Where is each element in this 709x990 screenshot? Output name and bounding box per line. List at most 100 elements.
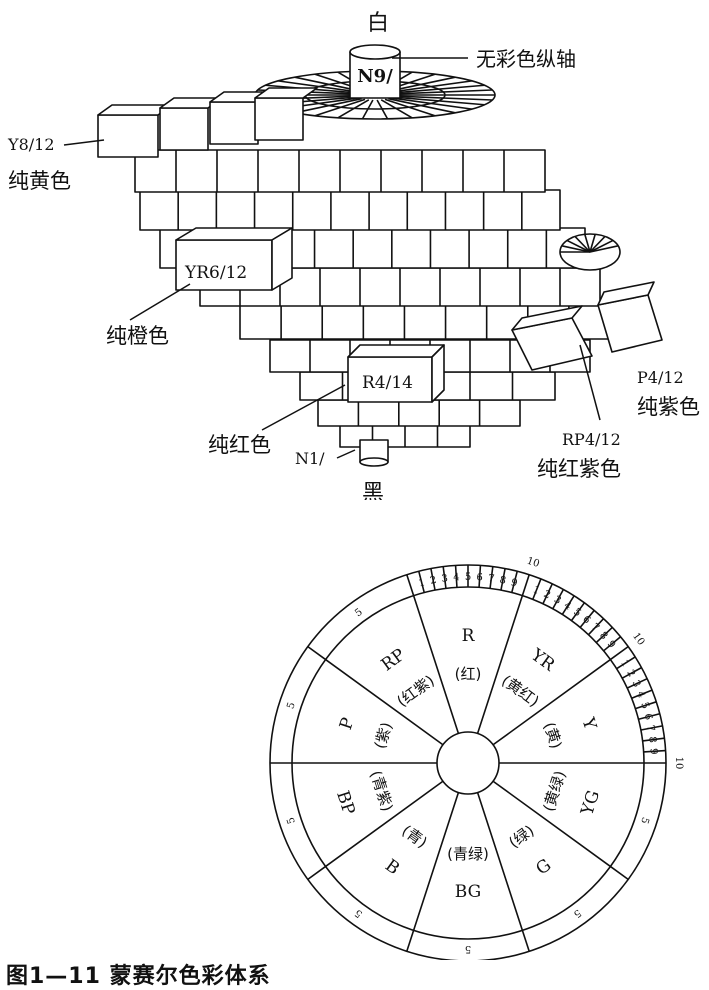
wheel-step-number: 5	[571, 607, 583, 620]
wheel-hue-code: YG	[577, 788, 604, 819]
wheel-hue-name: (绿)	[505, 821, 537, 851]
solid-top-ray	[391, 80, 473, 93]
solid-red-side	[431, 344, 445, 403]
wheel-hue-code: P	[336, 715, 359, 732]
solid-orange-side	[271, 227, 293, 291]
solid-red-top	[347, 344, 445, 358]
solid-blocks	[97, 44, 663, 467]
solid-top-ray	[393, 84, 485, 94]
wheel-step-number: 5	[638, 701, 650, 710]
wheel-step-tick	[579, 609, 595, 628]
solid-right-fan-ray	[574, 235, 591, 253]
wheel-five-marker: 5	[638, 816, 650, 825]
solid-tier	[317, 399, 521, 427]
solid-top-ray	[384, 98, 436, 117]
wheel-hue-code: R	[462, 626, 476, 646]
wheel-step-number: 8	[499, 575, 507, 587]
wheel-step-number: 3	[441, 573, 449, 585]
wheel-ring-divider	[307, 645, 327, 661]
solid-right-fan-ray	[566, 239, 591, 253]
wheel-step-number: 9	[605, 639, 618, 651]
wheel-step-number: 1	[618, 658, 631, 669]
wheel-sector-divider	[412, 595, 460, 734]
orange-leader	[129, 283, 191, 321]
solid-yellow-block	[209, 101, 259, 145]
wheel-ring-divider	[609, 645, 629, 661]
wheel-step-tick	[417, 571, 426, 593]
solid-yellow-block-top	[254, 87, 318, 99]
wheel-step-tick	[500, 568, 506, 591]
wheel-step-number: 6	[642, 712, 654, 721]
yellow-code: Y8/12	[7, 135, 55, 154]
axis-top-code: N9/	[357, 66, 393, 87]
wheel-hue-name: (青)	[398, 821, 430, 851]
wheel-ring-divider	[307, 865, 327, 881]
wheel-hue-name: (红)	[455, 665, 482, 683]
solid-top-ray	[393, 96, 485, 106]
wheel-ring-divider	[521, 574, 530, 596]
wheel-step-tick	[478, 565, 482, 588]
wheel-step-tick	[638, 712, 660, 721]
yellow-name: 纯黄色	[8, 169, 71, 193]
wheel-step-number: 3	[630, 679, 643, 689]
wheel-step-number: 4	[453, 572, 460, 583]
wheel-ring-divider	[406, 930, 415, 952]
solid-top-ray	[314, 98, 366, 117]
wheel-step-tick	[616, 656, 636, 670]
solid-top-ray	[277, 80, 359, 93]
solid-right-fan-ray	[584, 234, 591, 253]
wheel-five-marker: 5	[353, 907, 365, 920]
figure-caption: 图1—11 蒙赛尔色彩体系	[6, 964, 271, 989]
wheel-step-tick	[454, 565, 458, 588]
wheel-step-tick	[643, 749, 666, 753]
wheel-hue-name: (青紫)	[366, 769, 396, 814]
solid-right-fan-ray	[589, 235, 606, 253]
axis-bottom-cap	[359, 457, 389, 467]
solid-red-purple-top	[511, 305, 583, 331]
wheel-step-number: 2	[542, 589, 552, 602]
wheel-sector-divider	[492, 658, 611, 746]
wheel-step-number: 7	[644, 724, 656, 732]
solid-top-ray	[391, 97, 473, 110]
wheel-hue-code: BP	[332, 788, 358, 817]
wheel-hue-code: G	[532, 855, 555, 879]
wheel-step-tick	[542, 583, 554, 605]
wheel-step-number: 7	[487, 573, 495, 585]
red-name: 纯红色	[208, 433, 271, 457]
axis-callout-label: 无彩色纵轴	[476, 47, 576, 71]
wheel-hue-code: B	[381, 856, 403, 880]
wheel-step-number: 6	[476, 572, 483, 583]
solid-tier	[139, 189, 561, 231]
wheel-hue-code: RP	[378, 645, 409, 675]
axis-bottom-leader	[336, 449, 356, 459]
wheel-step-number: 2	[624, 668, 637, 679]
wheel-hue-code: BG	[455, 882, 481, 902]
wheel-step-tick	[561, 595, 575, 615]
wheel-sector-divider	[476, 792, 524, 931]
red-leader	[261, 384, 346, 431]
solid-right-fan-ray	[589, 239, 614, 253]
wheel-step-number: 3	[552, 594, 563, 607]
orange-code: YR6/12	[184, 263, 247, 283]
red-purple-name: 纯红紫色	[537, 457, 621, 481]
axis-top-cylinder	[349, 51, 401, 99]
white-label: 白	[367, 11, 389, 36]
wheel-step-tick	[570, 602, 586, 622]
axis-top-cap	[349, 44, 401, 60]
purple-code: P4/12	[637, 368, 684, 387]
wheel-hue-name: (紫)	[371, 720, 396, 751]
munsell-color-solid: 白 无彩色纵轴 N9/ Y8/12 纯黄色 YR6/12 纯橙色 R4/14 纯…	[7, 11, 700, 500]
wheel-step-tick	[552, 589, 565, 610]
wheel-five-marker: 5	[353, 607, 365, 620]
yellow-leader	[63, 139, 105, 146]
purple-name: 纯紫色	[637, 395, 700, 419]
wheel-five-marker: 5	[465, 943, 471, 954]
wheel-step-tick	[631, 689, 653, 699]
solid-top-ray	[388, 97, 456, 114]
wheel-step-number: 6	[580, 614, 592, 627]
wheel-step-number: 5	[465, 572, 471, 583]
wheel-step-tick	[442, 566, 447, 589]
wheel-sector-divider	[325, 780, 444, 868]
wheel-ten-label: 10	[673, 757, 684, 770]
